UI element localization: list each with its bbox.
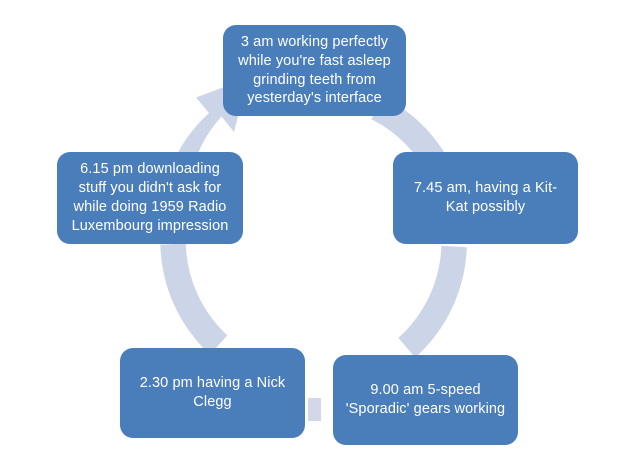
cycle-node-top-label: 3 am working perfectly while you're fast… xyxy=(238,33,391,107)
cycle-node-bottom-left[interactable]: 2.30 pm having a Nick Clegg xyxy=(120,348,305,438)
cycle-node-bottom-left-label: 2.30 pm having a Nick Clegg xyxy=(139,375,286,410)
cycle-node-bottom-right-label: 9.00 am 5-speed 'Sporadic' gears working xyxy=(345,382,506,417)
cycle-node-top[interactable]: 3 am working perfectly while you're fast… xyxy=(223,25,406,116)
cycle-node-left[interactable]: 6.15 pm downloading stuff you didn't ask… xyxy=(57,152,243,244)
bottom-connector-block xyxy=(308,398,321,421)
cycle-node-right[interactable]: 7.45 am, having a Kit-Kat possibly xyxy=(393,152,578,244)
cycle-node-left-label: 6.15 pm downloading stuff you didn't ask… xyxy=(71,161,229,234)
cycle-node-right-label: 7.45 am, having a Kit-Kat possibly xyxy=(413,180,558,215)
arc-right-bottom xyxy=(398,245,467,358)
arc-bottom-left xyxy=(160,243,228,355)
cycle-node-bottom-right[interactable]: 9.00 am 5-speed 'Sporadic' gears working xyxy=(333,355,518,445)
